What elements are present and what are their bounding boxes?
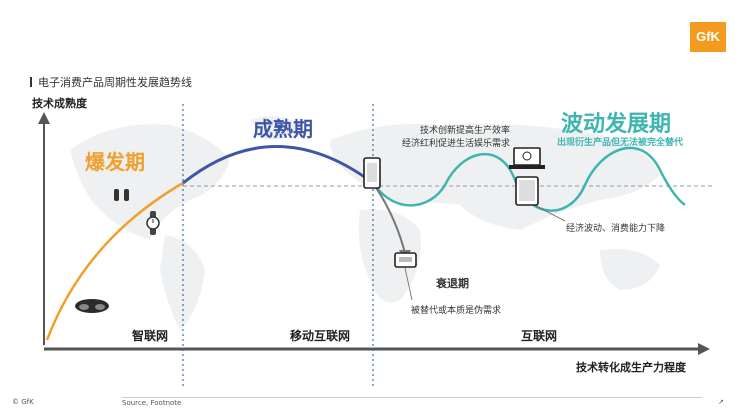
replace-callout-line [404, 267, 413, 301]
tablet-icon [515, 176, 539, 206]
era-internet-label: 互联网 [521, 329, 558, 343]
tech-note-line1: 技术创新提高生产效率 [419, 126, 510, 136]
x-axis-label: 技术转化成生产力程度 [576, 361, 686, 374]
world-map-background [70, 116, 660, 330]
x-axis-arrow [698, 343, 710, 355]
gfk-logo: GfK [690, 22, 726, 52]
earbuds-icon [114, 189, 129, 201]
y-axis-label: 技术成熟度 [32, 97, 87, 110]
fluctuation-subtitle: 出现衍生产品但无法被完全替代 [557, 138, 684, 148]
slide-title: 电子消费产品周期性发展趋势线 [30, 74, 192, 90]
phase-fluctuation-label: 波动发展期 [561, 112, 672, 137]
econ-note: 经济波动、消费能力下降 [566, 224, 666, 234]
replace-note: 被替代或本质是伪需求 [411, 306, 502, 316]
pager-icon [394, 252, 417, 268]
page-marker: ↗ [718, 398, 724, 406]
source-footnote: Source, Footnote [122, 397, 702, 407]
tech-note-line2: 经济红利促进生活娱乐需求 [401, 139, 510, 149]
tech-note: 技术创新提高生产效率 经济红利促进生活娱乐需求 [392, 125, 510, 151]
era-mobile-label: 移动互联网 [290, 329, 351, 343]
smartphone-icon [363, 157, 381, 189]
phase-boom-label: 爆发期 [85, 150, 145, 174]
smartwatch-icon [146, 211, 160, 235]
title-marker [30, 77, 32, 87]
era-smart-label: 智联网 [132, 329, 169, 343]
phase-decline-label: 衰退期 [436, 277, 469, 290]
y-axis-arrow [38, 112, 50, 124]
boom-curve [45, 181, 184, 341]
mature-curve [182, 145, 374, 185]
copyright: © GfK [12, 398, 34, 406]
laptop-icon [509, 147, 545, 169]
vr-headset-icon [75, 299, 109, 313]
slide-title-text: 电子消费产品周期性发展趋势线 [38, 76, 192, 89]
decline-curve [372, 182, 406, 254]
phase-mature-label: 成熟期 [253, 117, 313, 141]
